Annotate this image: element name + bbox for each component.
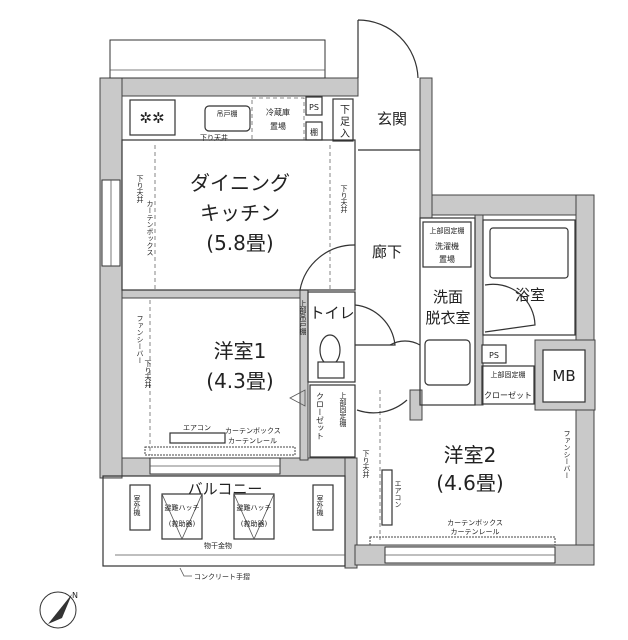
svg-text:エアコン: エアコン bbox=[183, 424, 211, 432]
svg-text:室外機: 室外機 bbox=[316, 494, 324, 517]
svg-text:エアコン: エアコン bbox=[394, 480, 402, 508]
svg-text:カーテンボックス: カーテンボックス bbox=[225, 427, 281, 435]
svg-text:下り天井: 下り天井 bbox=[200, 133, 228, 142]
svg-text:カーテンレール: カーテンレール bbox=[228, 437, 277, 445]
svg-text:上部吊戸棚: 上部吊戸棚 bbox=[299, 299, 307, 336]
svg-text:洗濯機: 洗濯機 bbox=[435, 241, 459, 251]
svg-text:室外機: 室外機 bbox=[133, 494, 141, 517]
entrance-door bbox=[357, 19, 419, 79]
room2-name: 洋室2 bbox=[444, 443, 497, 467]
svg-text:N: N bbox=[72, 591, 78, 600]
dk-size: (5.8畳) bbox=[206, 231, 273, 255]
svg-text:避難ハッチ: 避難ハッチ bbox=[237, 503, 272, 512]
svg-text:下り天井: 下り天井 bbox=[136, 175, 144, 204]
hanging-cabinet bbox=[204, 105, 251, 132]
room2-size: (4.6畳) bbox=[436, 471, 503, 495]
svg-text:(救助器): (救助器) bbox=[241, 519, 268, 528]
svg-text:PS: PS bbox=[489, 351, 499, 360]
svg-text:PS: PS bbox=[309, 103, 319, 112]
svg-text:下り天井: 下り天井 bbox=[144, 360, 152, 389]
svg-text:下り天井: 下り天井 bbox=[362, 450, 370, 479]
dk-name: ダイニング bbox=[190, 171, 290, 195]
svg-text:上部固定棚: 上部固定棚 bbox=[339, 391, 347, 428]
svg-text:MB: MB bbox=[552, 367, 575, 385]
room1-name: 洋室1 bbox=[214, 339, 267, 363]
entrance-label: 玄関 bbox=[377, 110, 407, 128]
washbasin bbox=[424, 339, 471, 386]
svg-text:吊戸棚: 吊戸棚 bbox=[217, 109, 238, 118]
svg-text:クローゼット: クローゼット bbox=[484, 390, 532, 400]
svg-text:コンクリート手摺: コンクリート手摺 bbox=[194, 572, 250, 581]
dk-name2: キッチン bbox=[200, 201, 280, 225]
windows bbox=[101, 39, 556, 564]
burner-icon: ✲✲ bbox=[139, 109, 164, 127]
shoe-box bbox=[332, 98, 354, 142]
dk-door bbox=[299, 244, 356, 291]
svg-text:上部固定棚: 上部固定棚 bbox=[491, 370, 526, 379]
balcony bbox=[102, 475, 346, 567]
mb-box bbox=[542, 349, 586, 403]
toilet-door bbox=[354, 304, 396, 346]
shoe-box-label: 下足入 bbox=[338, 104, 350, 140]
svg-text:上部固定棚: 上部固定棚 bbox=[430, 226, 465, 235]
svg-text:カーテンレール: カーテンレール bbox=[451, 528, 500, 536]
svg-text:クローゼット: クローゼット bbox=[316, 392, 325, 440]
svg-text:カーテンボックス: カーテンボックス bbox=[447, 519, 503, 527]
svg-text:ファンシーバー: ファンシーバー bbox=[563, 430, 571, 479]
north-arrow-icon: N bbox=[39, 591, 78, 629]
svg-text:(救助器): (救助器) bbox=[169, 519, 196, 528]
stove bbox=[129, 99, 176, 136]
svg-text:物干金物: 物干金物 bbox=[204, 541, 232, 550]
svg-text:浴室: 浴室 bbox=[515, 286, 545, 304]
svg-text:棚: 棚 bbox=[310, 127, 318, 137]
svg-text:冷蔵庫: 冷蔵庫 bbox=[266, 107, 290, 117]
svg-text:カーテンボックス: カーテンボックス bbox=[146, 200, 154, 256]
svg-text:ファンシーバー: ファンシーバー bbox=[136, 315, 144, 364]
room1-size: (4.3畳) bbox=[206, 369, 273, 393]
svg-text:脱衣室: 脱衣室 bbox=[425, 309, 470, 327]
hallway-label: 廊下 bbox=[372, 243, 402, 261]
bathtub bbox=[489, 227, 569, 279]
svg-text:避難ハッチ: 避難ハッチ bbox=[165, 503, 200, 512]
svg-text:置場: 置場 bbox=[439, 254, 455, 264]
svg-text:トイレ: トイレ bbox=[309, 304, 354, 322]
svg-text:置場: 置場 bbox=[270, 121, 286, 131]
svg-text:下り天井: 下り天井 bbox=[340, 185, 348, 214]
svg-text:洗面: 洗面 bbox=[433, 288, 463, 306]
toilet-bowl bbox=[319, 334, 341, 366]
